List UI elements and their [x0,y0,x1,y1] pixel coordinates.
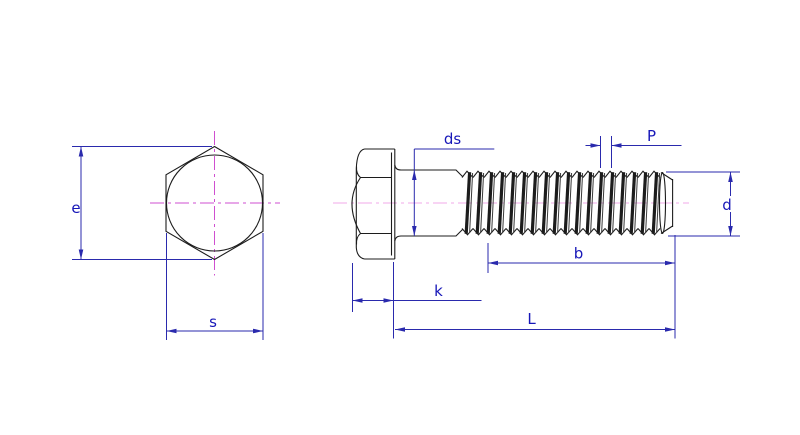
bolt-shank [394,164,464,242]
arrowhead [665,327,675,332]
label-k: k [434,282,443,300]
arrowhead [728,226,733,236]
bolt-side-view [333,148,689,260]
dimension-s: s [166,233,264,340]
head-chamfer-arc [351,177,361,234]
arrowhead [78,146,84,157]
hexagon-outline [165,145,264,261]
dimension-p: P [585,127,682,168]
arrowhead [412,226,417,236]
arrowhead [611,143,622,148]
arrowhead [728,172,733,182]
dimension-e: e [71,146,212,260]
label-d-backing [719,196,735,212]
dimension-ds: ds [413,130,495,236]
arrowhead [590,143,601,148]
bolt-head [351,148,396,260]
label-d: d [722,196,732,214]
arrowhead [166,328,177,334]
arrowhead [253,328,263,334]
dimension-arrows [78,143,733,334]
label-e: e [71,199,80,217]
label-L: L [527,310,536,328]
label-b: b [574,245,584,263]
dimension-d: d [666,171,740,237]
arrowhead [395,327,405,332]
dimension-b: b [487,243,675,273]
label-s: s [209,313,217,331]
arrowhead [352,298,363,303]
arrowhead [412,170,417,180]
arrowhead [78,249,84,260]
dimension-k: k [352,262,482,339]
thread-pattern [461,170,661,236]
label-ds: ds [444,130,462,148]
label-p: P [647,127,656,145]
arrowhead [488,260,498,266]
inscribed-circle [165,154,264,252]
dimension-l: L [395,235,676,339]
bolt-end-chamfer [658,171,674,235]
arrowhead [383,298,394,303]
hex-head-front-view [150,131,280,276]
arrowhead [665,260,675,266]
